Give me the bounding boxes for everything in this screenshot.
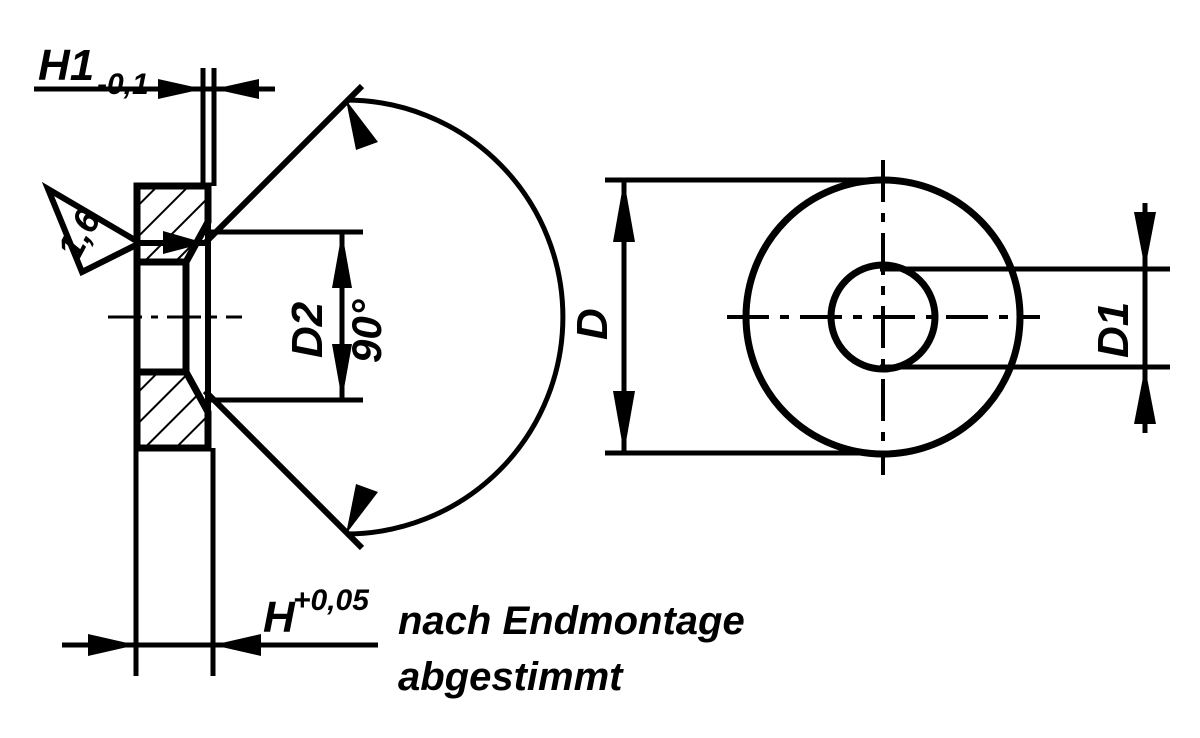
dimension-angle-label: 90°	[343, 298, 390, 363]
dimension-d2: D2	[205, 229, 363, 403]
assembly-note: nach Endmontage abgestimmt	[398, 599, 745, 699]
dimension-angle: 90°	[202, 83, 566, 551]
dimension-d: D	[568, 177, 886, 456]
angle-arrow-bottom	[346, 484, 378, 534]
dimension-h1: H1 -0,1	[34, 41, 275, 186]
dimension-h: H +0,05	[62, 448, 378, 676]
d2-extension-lines	[205, 229, 363, 403]
dimension-d-label: D	[568, 308, 617, 340]
section-view	[108, 182, 242, 452]
h1-dimension-line	[34, 79, 275, 99]
roughness-checkmark-icon	[41, 181, 147, 277]
h-extension-lines	[133, 448, 216, 676]
d2-arrow-top	[332, 232, 352, 288]
d-arrow-bottom	[613, 391, 635, 453]
angle-leg-upper	[202, 83, 365, 246]
assembly-note-line2: abgestimmt	[398, 655, 624, 699]
dimension-h1-label: H1	[38, 41, 94, 90]
dimension-d1-label: D1	[1089, 302, 1138, 358]
angle-arrow-top	[346, 100, 378, 150]
dimension-d2-label: D2	[283, 301, 332, 358]
plan-centerlines	[727, 160, 1040, 475]
h-arrow-right	[213, 634, 261, 656]
d-arrow-top	[613, 180, 635, 242]
assembly-note-line1: nach Endmontage	[398, 599, 745, 643]
dimension-h-tolerance: +0,05	[293, 584, 370, 617]
angle-leg-lower	[202, 388, 365, 551]
h1-arrow-left	[158, 79, 203, 99]
angle-arc	[345, 97, 566, 537]
dimension-d1: D1	[880, 203, 1170, 433]
d1-extension-lines	[880, 266, 1170, 370]
dimension-h-label: H	[263, 593, 296, 642]
d1-arrow-bottom	[1134, 367, 1156, 424]
d2-arrow-bottom	[332, 344, 352, 400]
dimension-h1-tolerance: -0,1	[97, 68, 149, 101]
h1-arrow-right	[214, 79, 259, 99]
d-extension-lines	[605, 177, 886, 456]
roughness-arrowhead	[163, 231, 205, 254]
section-hatching	[137, 186, 208, 448]
d1-arrow-top	[1134, 212, 1156, 269]
h-arrow-left	[88, 634, 136, 656]
